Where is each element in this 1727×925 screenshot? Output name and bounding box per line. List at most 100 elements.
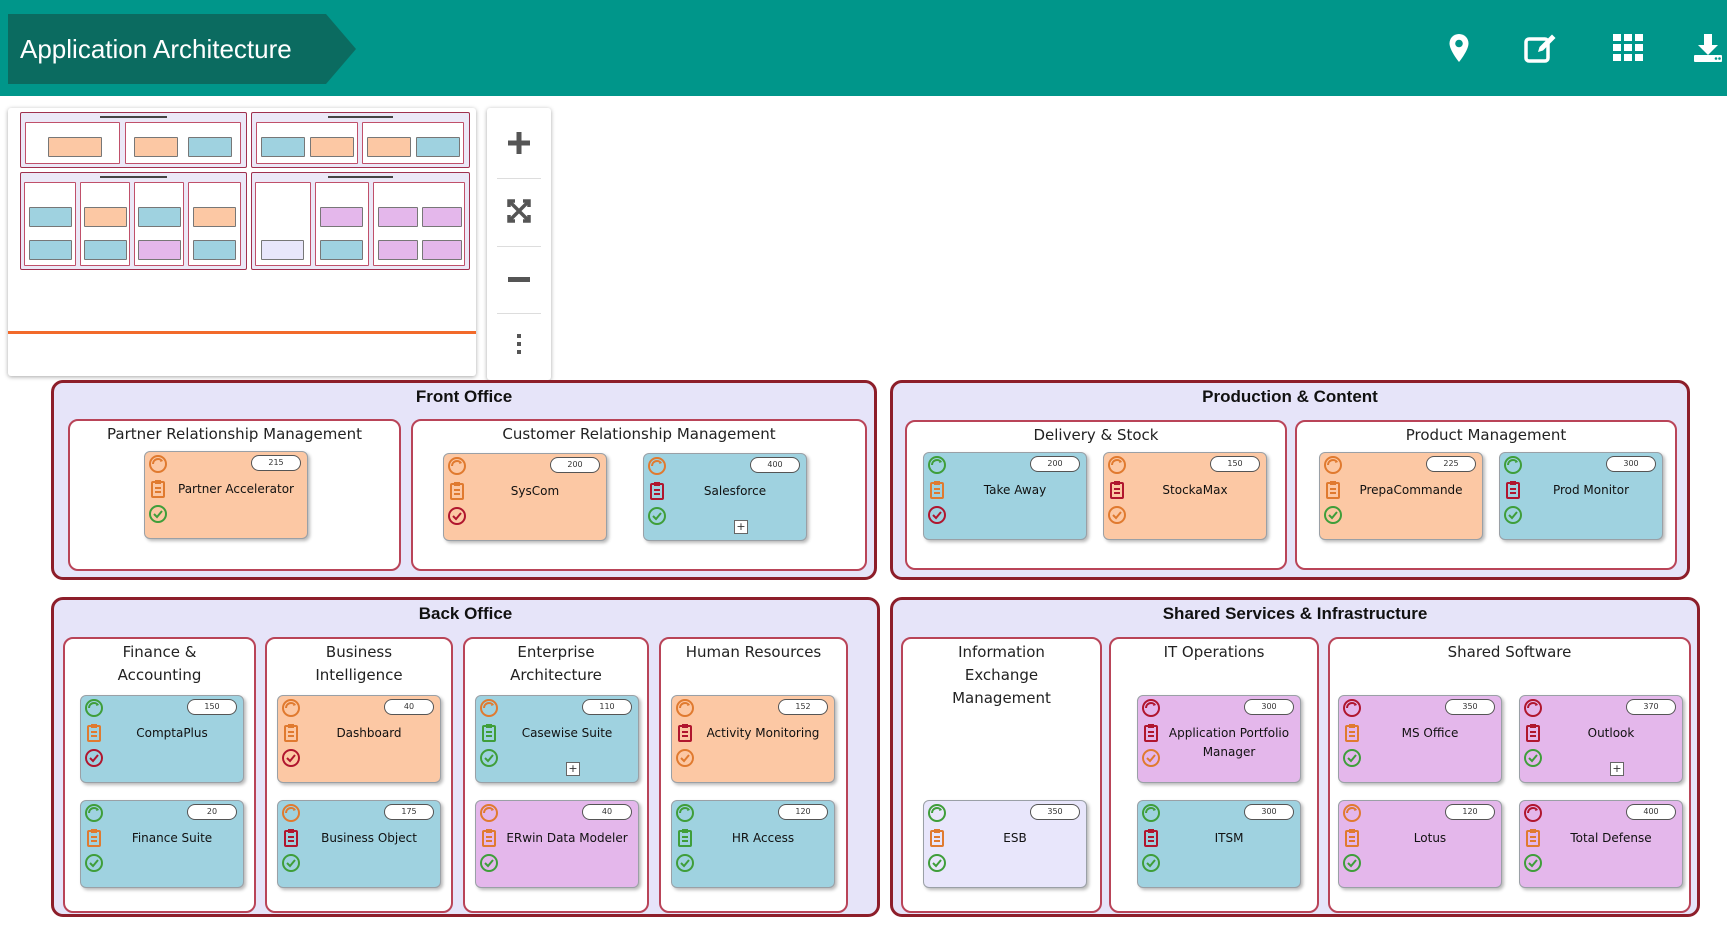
status-icons [148,454,168,529]
check-status-icon [1503,505,1523,525]
app-name: Partner Accelerator [178,482,294,496]
fit-to-screen-icon[interactable] [487,178,551,244]
document-status-icon [84,723,104,743]
check-status-icon [1523,853,1543,873]
status-icons [1141,698,1161,773]
document-status-icon [447,481,467,501]
check-status-icon [675,853,695,873]
app-count-badge: 400 [750,457,800,473]
subgroup-title: Information Exchange Management [952,643,1051,707]
minimap[interactable] [8,108,476,376]
status-icons [675,698,695,773]
check-status-icon [675,748,695,768]
page-title-banner: Application Architecture [8,14,356,84]
lifecycle-status-icon [647,456,667,476]
check-status-icon [1342,853,1362,873]
minimap-viewport-indicator[interactable] [8,331,476,334]
lifecycle-status-icon [479,698,499,718]
expand-icon[interactable]: + [1610,762,1624,776]
lifecycle-status-icon [1107,455,1127,475]
subgroup-title: Shared Software [1447,643,1572,661]
app-name: Casewise Suite [521,726,613,740]
check-status-icon [927,505,947,525]
expand-icon[interactable]: + [734,520,748,534]
status-icons [281,803,301,878]
subgroup-title: Human Resources [685,643,822,661]
document-status-icon [1141,723,1161,743]
minimap-group [251,112,470,168]
check-status-icon [148,504,168,524]
status-icons [1141,803,1161,878]
check-status-icon [84,853,104,873]
app-count-badge: 400 [1626,804,1676,820]
document-status-icon [1342,828,1362,848]
status-icons [1503,455,1523,530]
app-name: Prod Monitor [1552,483,1630,497]
edit-icon[interactable] [1524,32,1556,64]
app-count-badge: 215 [251,455,301,471]
lifecycle-status-icon [1323,455,1343,475]
group-title: Back Office [418,604,513,623]
app-count-badge: 200 [1030,456,1080,472]
lifecycle-status-icon [281,698,301,718]
group-title: Front Office [415,387,513,406]
document-status-icon [1503,480,1523,500]
download-icon[interactable] [1692,32,1724,64]
more-options-icon[interactable] [487,313,551,379]
zoom-out-icon[interactable] [487,246,551,312]
check-status-icon [1342,748,1362,768]
app-name: SysCom [510,484,560,498]
location-pin-icon[interactable] [1443,32,1475,64]
zoom-in-icon[interactable] [487,110,551,176]
app-count-badge: 110 [582,699,632,715]
grid-icon[interactable] [1612,32,1644,64]
app-name: Activity Monitoring [706,726,820,740]
app-count-badge: 152 [778,699,828,715]
document-status-icon [479,723,499,743]
lifecycle-status-icon [1342,803,1362,823]
check-status-icon [1141,853,1161,873]
app-name: Outlook [1587,726,1635,740]
lifecycle-status-icon [1141,698,1161,718]
expand-icon[interactable]: + [566,762,580,776]
app-count-badge: 120 [1445,804,1495,820]
subgroup-title: Enterprise Architecture [510,643,602,684]
